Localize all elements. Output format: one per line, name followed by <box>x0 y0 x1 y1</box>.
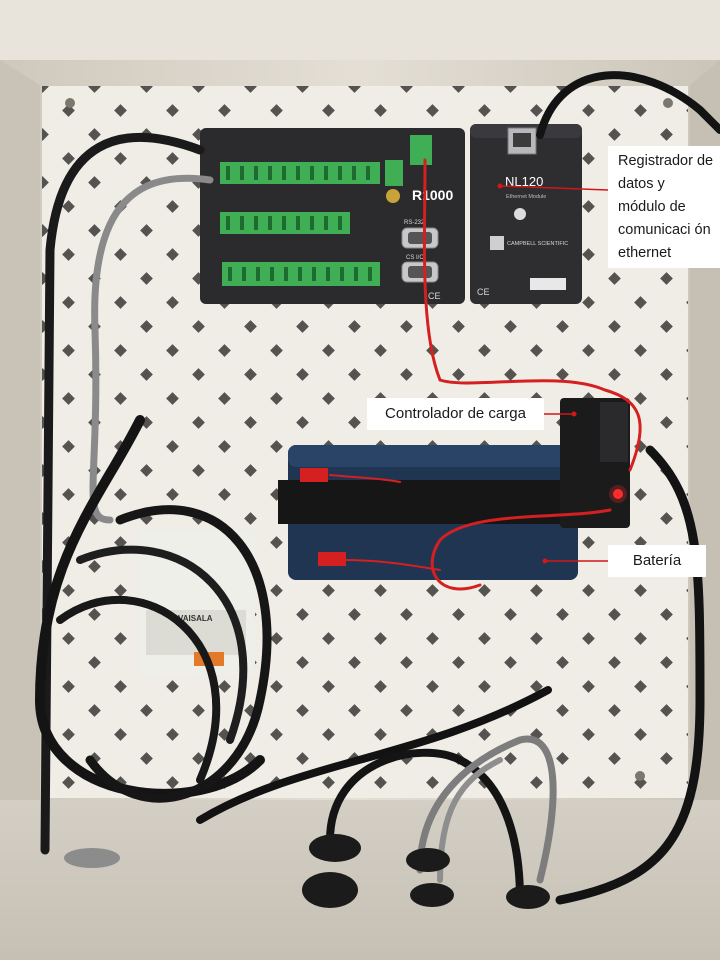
enclosure-top <box>0 0 720 60</box>
vaisala-sensor: VAISALA <box>140 530 255 675</box>
comm-model-label: NL120 <box>505 174 543 189</box>
panel-screw <box>635 771 645 781</box>
cables <box>34 71 720 905</box>
battery <box>278 445 578 580</box>
enclosure-floor <box>0 800 720 960</box>
logger-model-label: R1000 <box>412 187 453 203</box>
callout-registrador: Registrador de datos y módulo de comunic… <box>608 146 720 268</box>
pointer-dot <box>542 558 548 564</box>
port-csio-label: CS I/O <box>406 255 424 261</box>
port-rs232-label: RS-232 <box>404 220 425 226</box>
callout-controlador: Controlador de carga <box>367 398 544 430</box>
ethernet-module: NL120 Ethernet Module CAMPBELL SCIENTIFI… <box>470 124 582 304</box>
comm-subtitle-label: Ethernet Module <box>506 194 546 200</box>
panel-screw <box>65 98 75 108</box>
brand-label: CAMPBELL SCIENTIFIC <box>507 241 568 247</box>
callout-bateria: Batería <box>608 545 706 577</box>
charge-controller <box>560 398 630 528</box>
sensor-brand-label: VAISALA <box>178 614 213 623</box>
pointer-dot <box>497 183 503 189</box>
panel-screw <box>663 98 673 108</box>
ce-mark-label: CE <box>428 291 441 301</box>
cable-glands <box>64 834 550 909</box>
callout-pointers <box>499 185 609 562</box>
enclosure-left-side <box>0 60 40 900</box>
pointer-dot <box>571 411 577 417</box>
data-logger: R1000 RS-232 CS I/O CE <box>200 128 465 304</box>
module-ce-mark: CE <box>477 287 490 297</box>
